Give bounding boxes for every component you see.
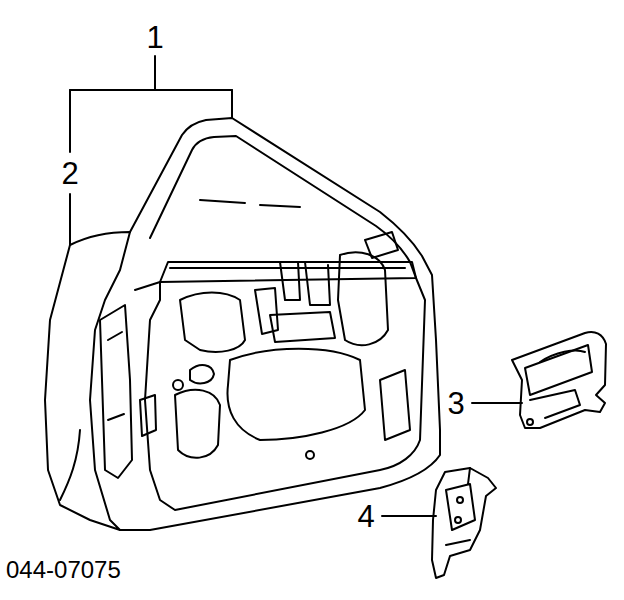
callout-number: 4: [357, 501, 374, 532]
callout-number: 1: [146, 22, 163, 53]
figure-number: 044-07075: [6, 558, 121, 582]
leader-lines: [70, 56, 522, 516]
part-4-bracket: [432, 468, 496, 578]
callout-number: 3: [447, 388, 464, 419]
part-3-bracket: [512, 332, 606, 428]
callout-number: 2: [61, 158, 78, 189]
door-shell: [45, 118, 440, 530]
